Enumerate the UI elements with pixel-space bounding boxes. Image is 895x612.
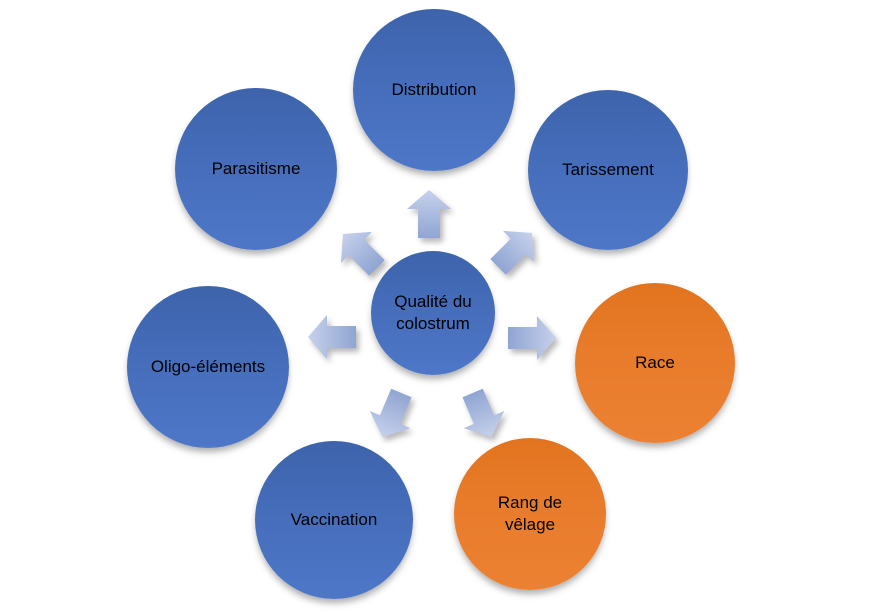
- node-label: Oligo-éléments: [150, 357, 266, 377]
- node-center-qualite-colostrum: Qualité du colostrum: [371, 251, 495, 375]
- node-distribution: Distribution: [353, 9, 515, 171]
- node-oligo-elements: Oligo-éléments: [127, 286, 289, 448]
- node-tarissement: Tarissement: [528, 90, 688, 250]
- arrow-up-left-icon: [327, 218, 393, 284]
- center-node-label: Qualité du colostrum: [394, 292, 472, 333]
- node-label: Tarissement: [562, 160, 654, 180]
- node-rang-de-velage: Rang de vêlage: [454, 438, 606, 590]
- arrow-down-left-icon: [362, 384, 422, 446]
- arrow-up-icon: [407, 190, 451, 238]
- node-label: Parasitisme: [211, 159, 301, 179]
- node-vaccination: Vaccination: [255, 441, 413, 599]
- arrow-left-icon: [308, 313, 356, 361]
- arrow-down-right-icon: [452, 384, 512, 446]
- node-parasitisme: Parasitisme: [175, 88, 337, 250]
- node-label: Distribution: [391, 80, 477, 100]
- node-label: Vaccination: [290, 510, 378, 530]
- arrow-up-right-icon: [482, 217, 548, 283]
- arrow-right-icon: [508, 314, 556, 362]
- node-label: Race: [635, 353, 675, 373]
- node-label: Rang de vêlage: [497, 493, 563, 534]
- node-race: Race: [575, 283, 735, 443]
